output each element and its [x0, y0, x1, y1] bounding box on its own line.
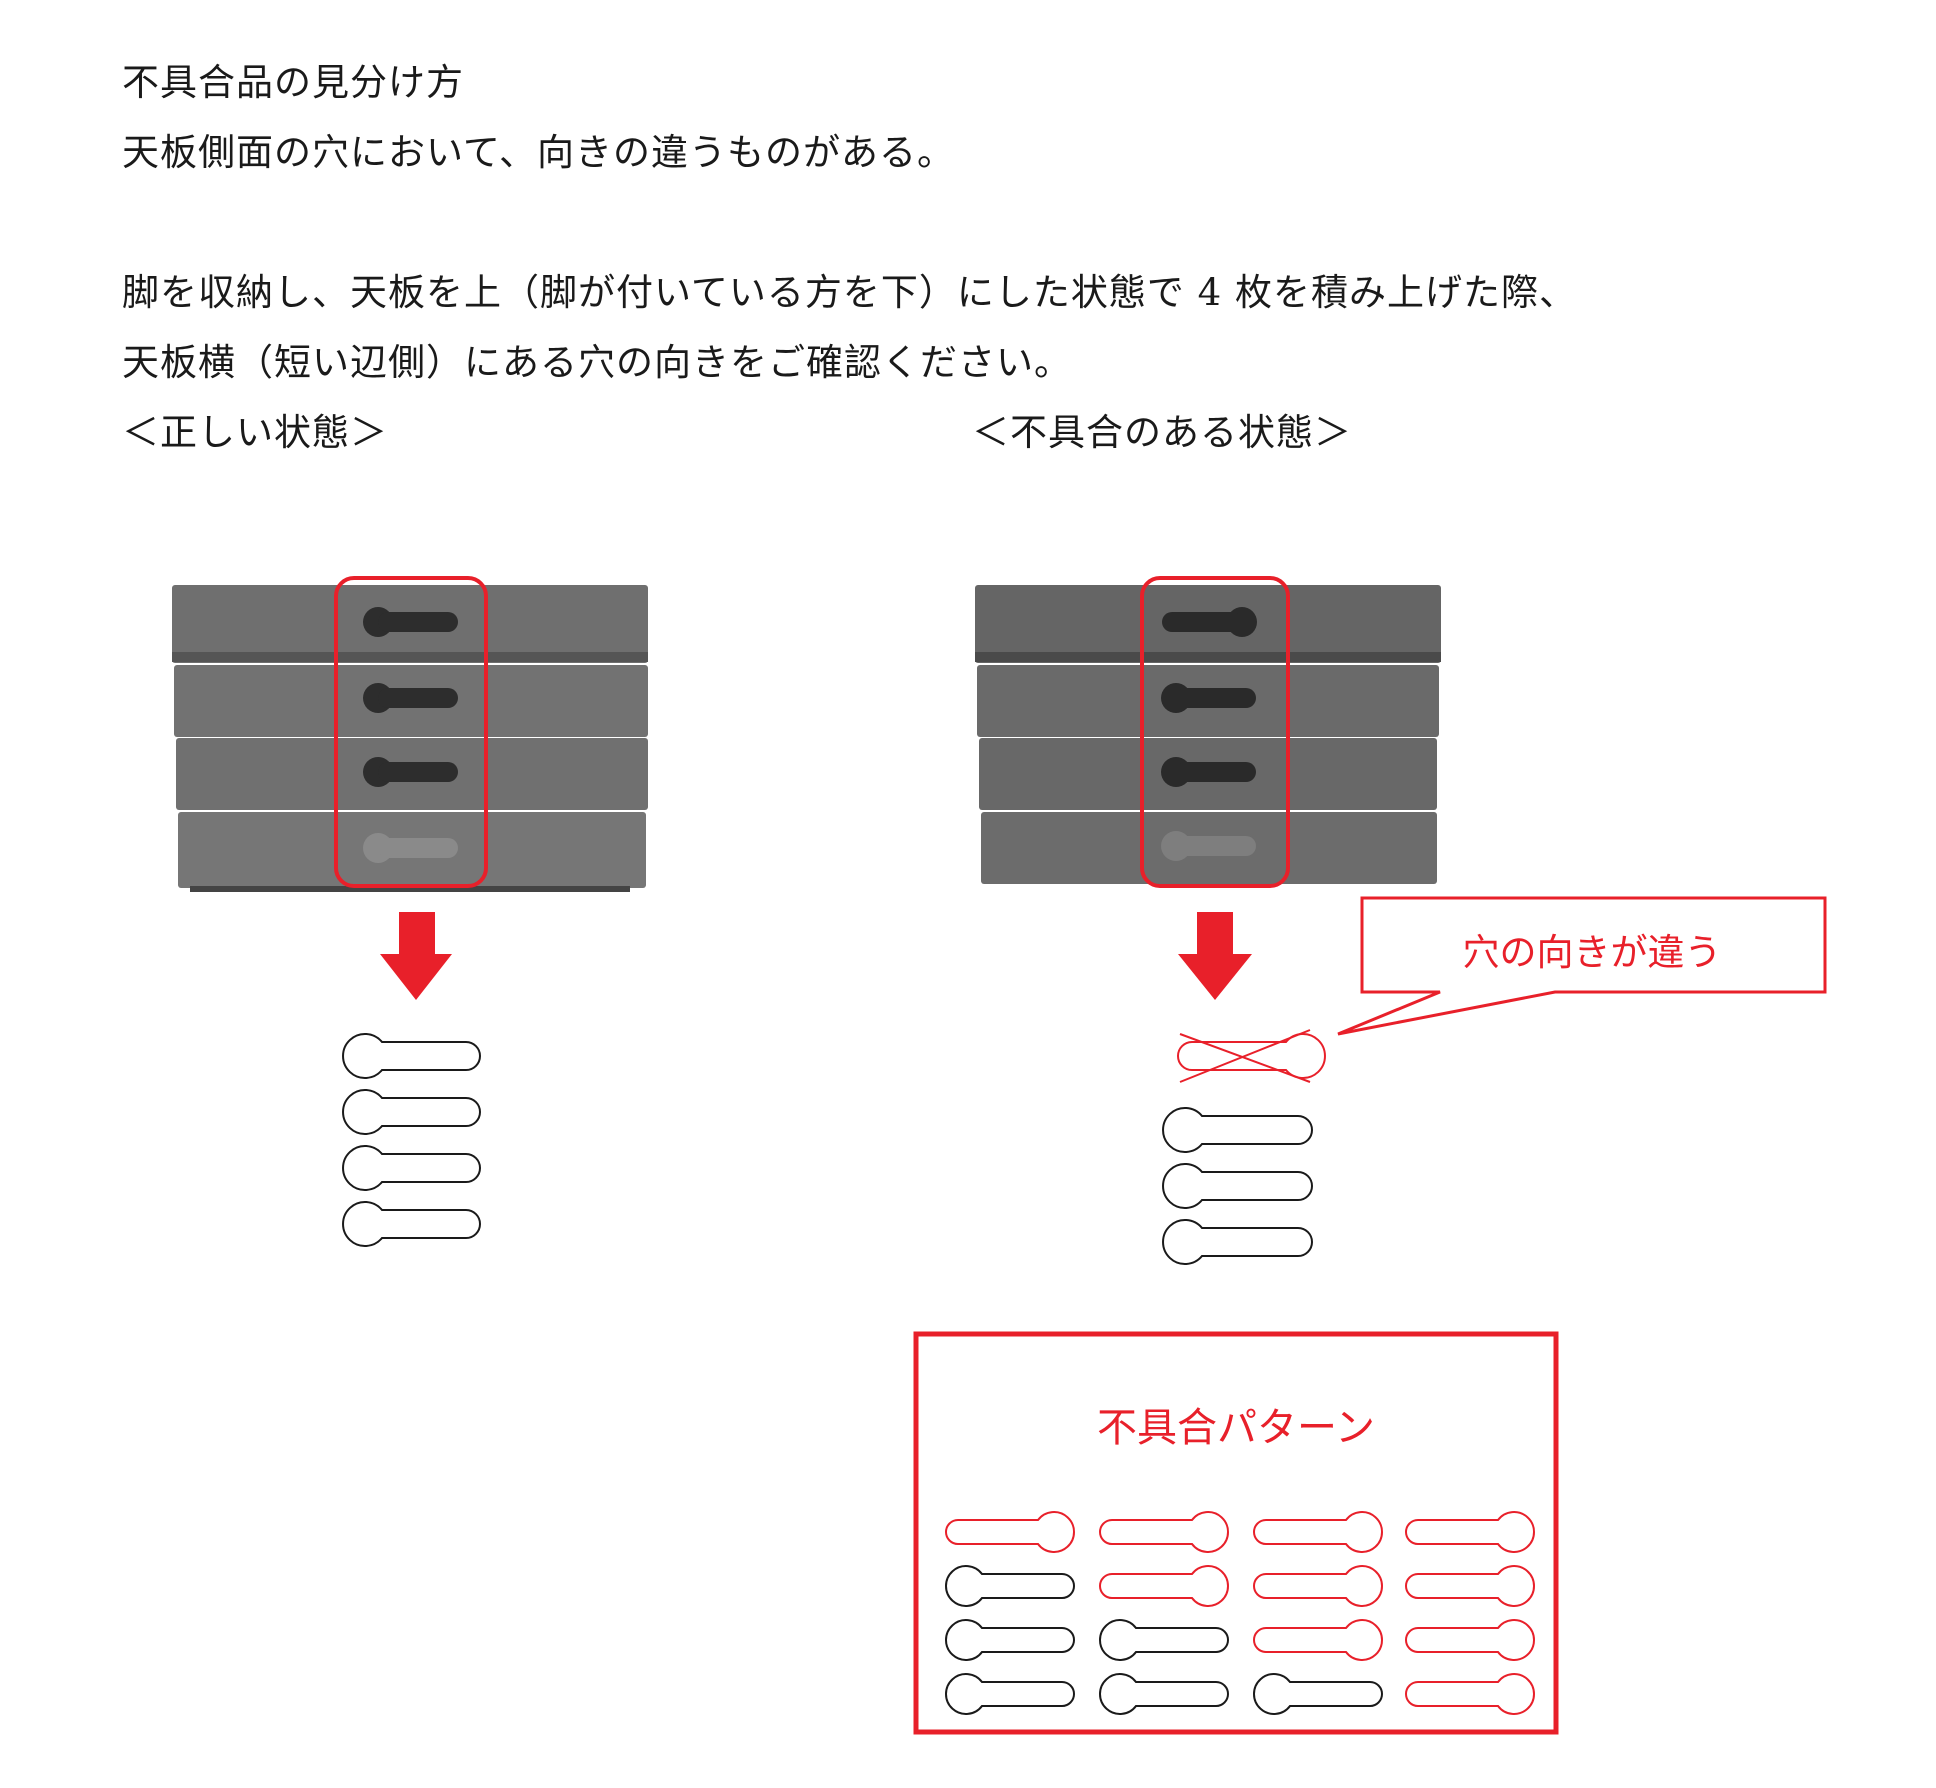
pattern-hole-normal [945, 1565, 1075, 1607]
pattern-hole-reversed [1405, 1619, 1535, 1661]
pattern-hole-reversed [1099, 1565, 1229, 1607]
callout-label: 穴の向きが違う [1462, 931, 1722, 974]
board-gap [172, 652, 648, 662]
hole-shape [342, 1033, 481, 1079]
photo-holes [363, 607, 458, 787]
pattern-hole-reversed [1405, 1565, 1535, 1607]
reversed-hole-crossed [1177, 1029, 1326, 1083]
hole-shape [1162, 1219, 1313, 1265]
correct-board-stack [172, 576, 648, 892]
down-arrow-icon [380, 912, 452, 1000]
board-gap [975, 652, 1441, 662]
pattern-hole-reversed [1099, 1511, 1229, 1553]
pattern-hole-normal [1099, 1619, 1229, 1661]
pattern-hole-reversed [945, 1511, 1075, 1553]
patterns-title: 不具合パターン [1097, 1405, 1375, 1451]
document-title: 不具合品の見分け方 [122, 61, 464, 104]
hole-shape [342, 1089, 481, 1135]
correct-hole-diagram [342, 1033, 481, 1247]
callout-box [1337, 896, 1827, 1036]
pattern-hole-normal [945, 1619, 1075, 1661]
defective-state-heading: ＜不具合のある状態＞ [972, 411, 1352, 454]
pattern-hole-reversed [1253, 1619, 1383, 1661]
hole-shape [342, 1201, 481, 1247]
board-base [190, 886, 630, 892]
correct-state-heading: ＜正しい状態＞ [122, 411, 388, 454]
down-arrow-icon [1178, 912, 1252, 1000]
pattern-hole-reversed [1253, 1511, 1383, 1553]
description-line: 天板側面の穴において、向きの違うものがある。 [122, 131, 956, 174]
pattern-hole-reversed [1405, 1511, 1535, 1553]
instruction-line-2: 天板横（短い辺側）にある穴の向きをご確認ください。 [122, 341, 1072, 384]
pattern-hole-normal [945, 1673, 1075, 1715]
hole-shape [1162, 1163, 1313, 1209]
highlight-frame [334, 576, 488, 888]
hole-shape [342, 1145, 481, 1191]
pattern-hole-normal [1253, 1673, 1383, 1715]
instruction-line-1: 脚を収納し、天板を上（脚が付いている方を下）にした状態で 4 枚を積み上げた際、 [122, 271, 1577, 314]
cross-mark [1179, 1029, 1311, 1083]
cross-mark [1179, 1033, 1311, 1083]
pattern-hole-normal [1099, 1673, 1229, 1715]
defective-hole-diagram [1162, 1107, 1313, 1265]
patterns-frame [913, 1331, 1559, 1735]
highlight-frame [1140, 576, 1290, 888]
defective-board-stack [975, 576, 1441, 888]
pattern-hole-reversed [1405, 1673, 1535, 1715]
hole-shape [1162, 1107, 1313, 1153]
photo-holes [1161, 607, 1257, 787]
pattern-hole-reversed [1253, 1565, 1383, 1607]
